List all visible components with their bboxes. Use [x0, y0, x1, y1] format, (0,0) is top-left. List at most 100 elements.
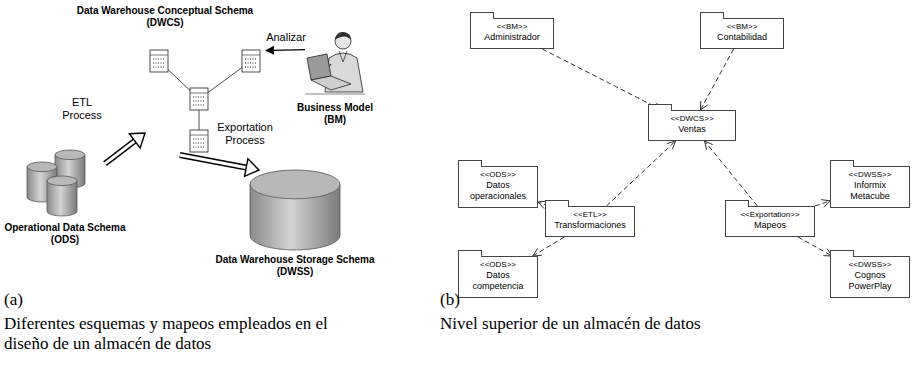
class-icon-dots — [153, 63, 165, 64]
node-label: Data Warehouse Conceptual Schema — [45, 5, 285, 17]
class-icon — [150, 50, 168, 72]
stereotype: <<ODS>> — [463, 260, 533, 270]
caption-text: Nivel superior de un almacén de datos — [440, 314, 880, 334]
laptop-base — [311, 76, 351, 90]
illustration — [305, 28, 365, 100]
stereotype: <<DWSS>> — [835, 170, 905, 180]
class-icon-dots — [193, 139, 205, 140]
dependency-line — [700, 49, 733, 110]
illustration — [250, 170, 340, 250]
package-box: <<ODS>>Datos competencia — [458, 256, 538, 298]
arrow-head — [705, 141, 713, 150]
package-name: Datos competencia — [463, 270, 533, 292]
package-tab — [830, 160, 854, 167]
package-box: <<DWSS>>Cognos PowerPlay — [830, 256, 910, 298]
package-box: <<ODS>>Datos operacionales — [458, 166, 538, 208]
dependency-line — [533, 237, 564, 256]
dwss-node: Data Warehouse Storage Schema(DWSS) — [250, 170, 340, 250]
cylinder-top — [27, 162, 57, 172]
stereotype: <<BM>> — [475, 22, 549, 32]
connector — [815, 200, 830, 208]
connector — [533, 237, 564, 256]
stereotype: <<ETL>> — [550, 210, 630, 220]
connector — [798, 237, 832, 256]
connector — [705, 141, 758, 206]
caption-text: Diferentes esquemas y mapeos empleados e… — [4, 314, 334, 354]
desk-edge — [305, 94, 365, 95]
node-label: (ODS) — [0, 234, 145, 246]
node-label: (DWSS) — [200, 266, 390, 278]
person-node: Business Model(BM) — [305, 28, 365, 100]
package-name: Ventas — [653, 124, 731, 135]
package-box: <<Exportation>>Mapeos — [725, 206, 815, 237]
class-icon-line — [190, 93, 208, 94]
node-label: (DWCS) — [45, 17, 285, 29]
arrow-shaft-inner — [180, 155, 248, 168]
stereotype: <<DWSS>> — [835, 260, 905, 270]
package-name: Mapeos — [730, 220, 810, 231]
package-tab — [648, 104, 672, 111]
cylinder-top — [55, 150, 85, 160]
dependency-line — [606, 141, 675, 206]
ods-node: Operational Data Schema(ODS) — [25, 150, 105, 218]
package-name: Informix Metacube — [835, 180, 905, 202]
label-block: Exportation Process — [210, 121, 280, 147]
package-box: <<DWCS>>Ventas — [648, 110, 736, 141]
package-name: Contabilidad — [705, 32, 779, 43]
class-icon-dots — [193, 147, 205, 148]
edge-label: Analizar — [262, 31, 310, 44]
text-block: Business Model(BM) — [275, 102, 395, 126]
dependency-line — [542, 49, 661, 110]
text-block: Data Warehouse Storage Schema(DWSS) — [200, 254, 390, 278]
text-block: Operational Data Schema(ODS) — [0, 222, 145, 246]
subfigure-letter: (a) — [4, 290, 64, 310]
class-icon — [190, 130, 208, 152]
cylinder-top — [250, 170, 340, 199]
node-label: (BM) — [275, 114, 395, 126]
package-name: Transformaciones — [550, 220, 630, 231]
arrow-head — [533, 248, 542, 256]
package-name: Datos operacionales — [463, 180, 533, 202]
arrow-shaft — [180, 155, 247, 168]
class-icon-line — [190, 135, 208, 136]
package-tab — [700, 12, 724, 19]
connector — [265, 46, 305, 55]
arrow-head — [129, 133, 145, 148]
connector — [700, 49, 733, 110]
arrow-shaft-inner — [105, 140, 136, 164]
class-icon — [190, 88, 208, 110]
connector — [180, 155, 259, 176]
cylinder-body — [47, 181, 77, 216]
package-name: Administrador — [475, 32, 549, 43]
package-box: <<DWSS>>Informix Metacube — [830, 166, 910, 208]
class-icon-line — [242, 55, 260, 56]
arrow-shaft — [273, 49, 305, 51]
package-tab — [830, 250, 854, 257]
class-icon-dots — [153, 67, 165, 68]
package-tab — [725, 200, 749, 207]
stereotype: <<DWCS>> — [653, 114, 731, 124]
label-block: ETL Process — [58, 96, 106, 122]
dependency-line — [705, 141, 758, 206]
laptop-screen — [307, 54, 331, 80]
package-tab — [470, 12, 494, 19]
package-tab — [458, 160, 482, 167]
package-box: <<BM>>Contabilidad — [700, 18, 784, 49]
arrow-head — [700, 101, 707, 110]
label-block: (b) — [440, 290, 500, 310]
person-collar — [339, 51, 347, 62]
arrow-head — [821, 200, 830, 208]
package-box: <<BM>>Administrador — [470, 18, 554, 49]
person-hair — [335, 32, 351, 40]
edge-label: Exportation Process — [210, 121, 280, 147]
connector — [105, 133, 145, 164]
label-block: Nivel superior de un almacén de datos — [440, 314, 880, 334]
class-icon-dots — [193, 105, 205, 106]
connector — [542, 49, 661, 110]
edge-label: ETL Process — [58, 96, 106, 122]
stereotype: <<ODS>> — [463, 170, 533, 180]
illustration — [25, 150, 105, 218]
node-label: Business Model — [275, 102, 395, 114]
label-block: (a) — [4, 290, 64, 310]
stereotype: <<BM>> — [705, 22, 779, 32]
